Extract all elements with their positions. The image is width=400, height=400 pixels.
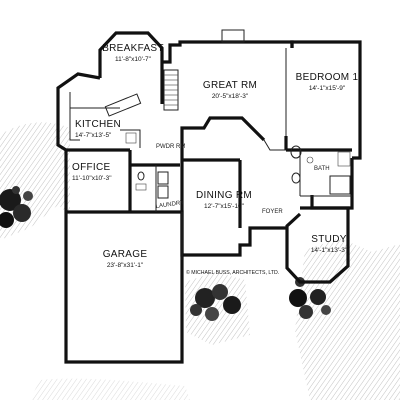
pwdr-rm-label: PWDR RM <box>156 144 185 150</box>
dining-rm-dim: 12'-7"x15'-10" <box>204 203 245 210</box>
fireplace <box>221 29 245 43</box>
great-rm-name: GREAT RM <box>203 80 257 91</box>
garage-name: GARAGE <box>103 249 148 260</box>
laundry-appliances <box>157 171 169 199</box>
exterior-walls <box>56 31 362 364</box>
bath-fixtures <box>290 145 351 195</box>
foyer-label: FOYER <box>262 209 283 215</box>
bath-label: BATH <box>314 166 330 172</box>
laundry-label: LAUNDRY <box>155 200 184 210</box>
shrub-cluster-center <box>190 284 241 321</box>
study-dim: 14'-1"x13'-3" <box>311 247 348 254</box>
shrub-cluster-right <box>289 277 331 319</box>
staircase <box>163 69 179 111</box>
kitchen-island <box>104 93 142 117</box>
office-name: OFFICE <box>72 162 110 173</box>
landscape-hatching <box>0 122 400 400</box>
powder-room-fixtures <box>135 171 147 191</box>
interior-walls <box>66 48 352 228</box>
dining-rm-name: DINING RM <box>196 190 252 201</box>
copyright-notice: © MICHAEL BUSS, ARCHITECTS, LTD. <box>186 269 279 276</box>
kitchen-counters <box>69 92 141 148</box>
kitchen-dim: 14'-7"x13'-5" <box>75 132 112 139</box>
study-name: STUDY <box>311 234 346 245</box>
breakfast-name: BREAKFAST <box>102 43 164 54</box>
office-dim: 11'-10"x10'-3" <box>72 175 112 182</box>
bedroom1-name: BEDROOM 1 <box>296 72 359 83</box>
kitchen-name: KITCHEN <box>75 119 121 130</box>
shrub-cluster-left <box>0 186 33 228</box>
garage-dim: 23'-8"x31'-1" <box>107 262 144 269</box>
great-rm-dim: 20'-5"x18'-3" <box>212 93 249 100</box>
bedroom1-dim: 14'-1"x15'-9" <box>309 85 346 92</box>
breakfast-dim: 11'-8"x10'-7" <box>115 56 152 63</box>
